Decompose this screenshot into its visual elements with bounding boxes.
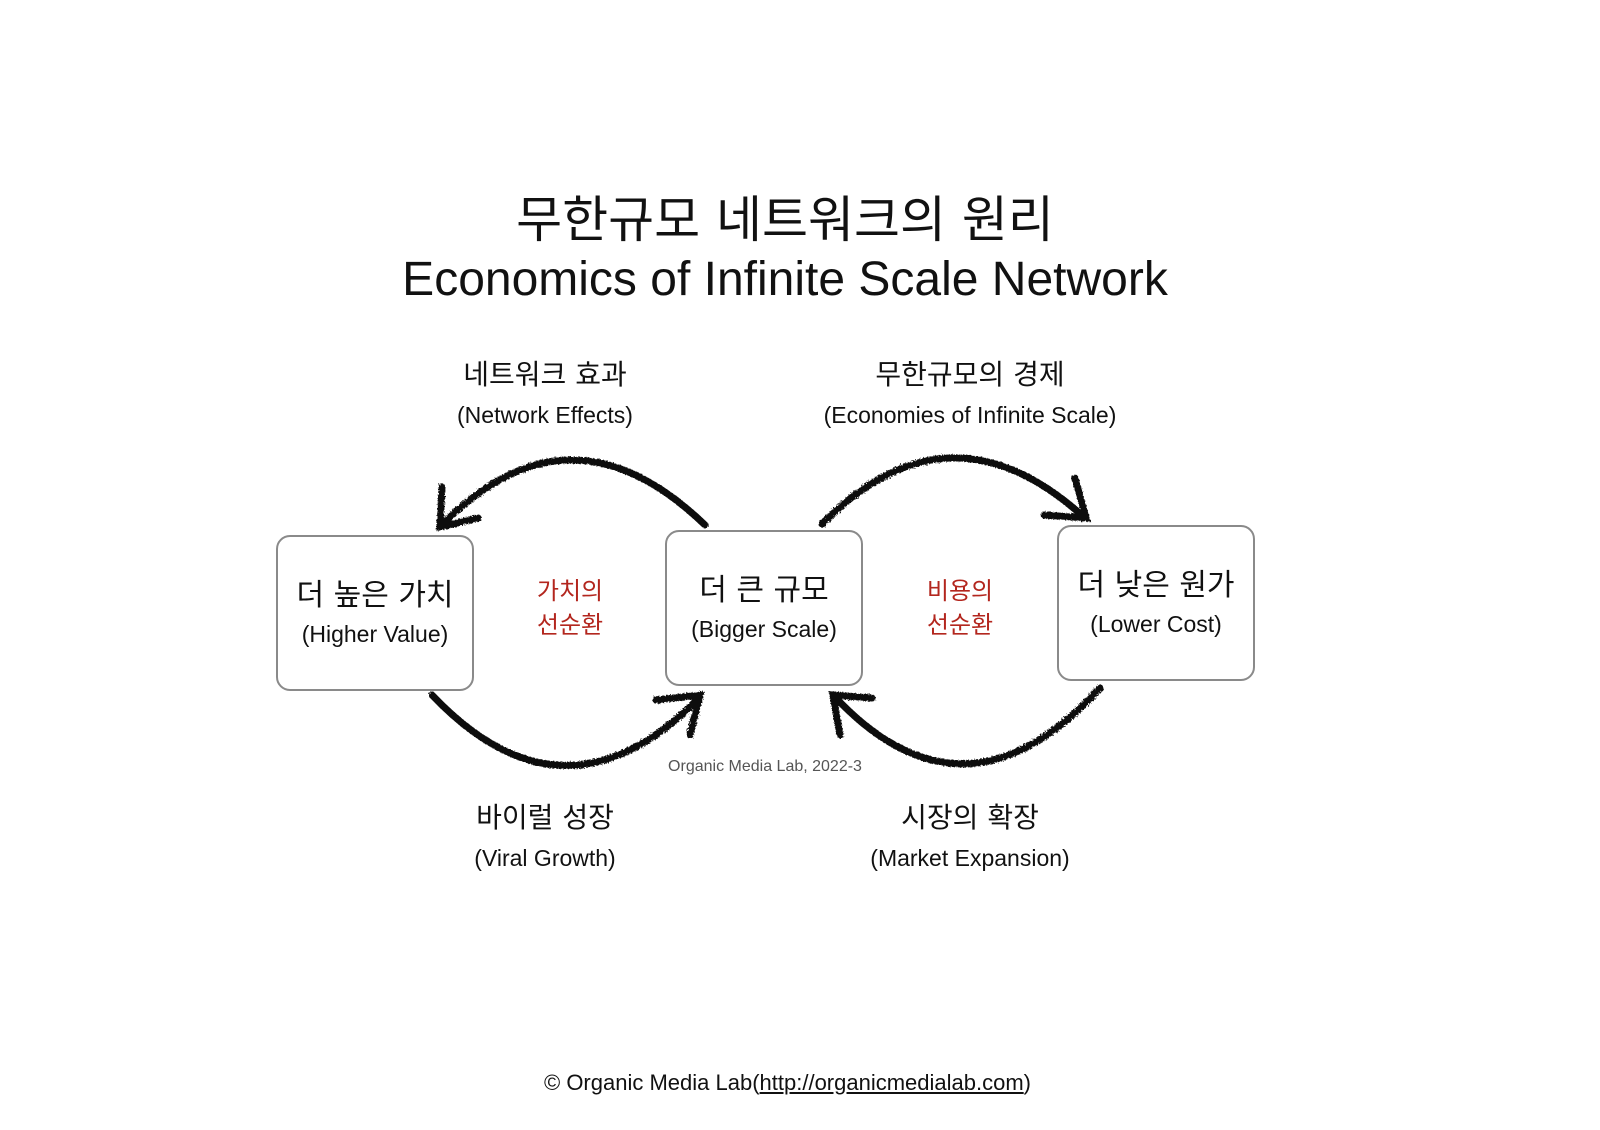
node-korean: 더 큰 규모 (699, 573, 829, 608)
arrow-market-expansion (828, 684, 1104, 768)
diagram-credit: Organic Media Lab, 2022-3 (668, 758, 862, 775)
arrow-network-effects (436, 456, 709, 532)
footer-link[interactable]: http://organicmedialab.com (759, 1070, 1024, 1095)
cycle-label-value: 가치의 선순환 (510, 574, 630, 642)
node-bigger-scale: 더 큰 규모 (Bigger Scale) (665, 530, 863, 686)
edge-korean: 네트워크 효과 (463, 358, 627, 391)
edge-korean: 무한규모의 경제 (875, 358, 1065, 391)
node-english: (Higher Value) (301, 621, 449, 647)
edge-label-network-effects: 네트워크 효과 (Network Effects) (395, 355, 695, 435)
title-korean: 무한규모 네트워크의 원리 (516, 191, 1054, 249)
edge-english: (Market Expansion) (870, 845, 1070, 871)
edge-korean: 시장의 확장 (901, 801, 1039, 834)
footer-prefix: © Organic Media Lab( (544, 1070, 760, 1095)
footer-copyright: © Organic Media Lab(http://organicmedial… (0, 1070, 1575, 1096)
cycle-line: 가치의 (536, 577, 604, 605)
edge-korean: 바이럴 성장 (476, 801, 614, 834)
arrow-economies-of-infinite-scale (818, 454, 1091, 528)
node-english: (Lower Cost) (1090, 611, 1222, 637)
node-korean: 더 낮은 원가 (1077, 568, 1235, 603)
node-korean: 더 높은 가치 (296, 578, 454, 613)
node-english: (Bigger Scale) (691, 616, 837, 642)
footer-suffix: ) (1023, 1070, 1031, 1095)
edge-english: (Network Effects) (457, 402, 633, 428)
edge-label-economies: 무한규모의 경제 (Economies of Infinite Scale) (770, 355, 1170, 435)
cycle-line: 선순환 (536, 611, 604, 639)
cycle-line: 비용의 (926, 577, 994, 605)
edge-label-viral-growth: 바이럴 성장 (Viral Growth) (395, 798, 695, 878)
cycle-line: 선순환 (926, 611, 994, 639)
node-higher-value: 더 높은 가치 (Higher Value) (276, 535, 474, 691)
arrow-viral-growth (428, 690, 705, 769)
edge-english: (Viral Growth) (474, 845, 616, 871)
edge-label-market-expansion: 시장의 확장 (Market Expansion) (820, 798, 1120, 878)
title-english: Economics of Infinite Scale Network (402, 253, 1168, 306)
edge-english: (Economies of Infinite Scale) (823, 402, 1117, 428)
cycle-label-cost: 비용의 선순환 (900, 574, 1020, 642)
node-lower-cost: 더 낮은 원가 (Lower Cost) (1057, 525, 1255, 681)
